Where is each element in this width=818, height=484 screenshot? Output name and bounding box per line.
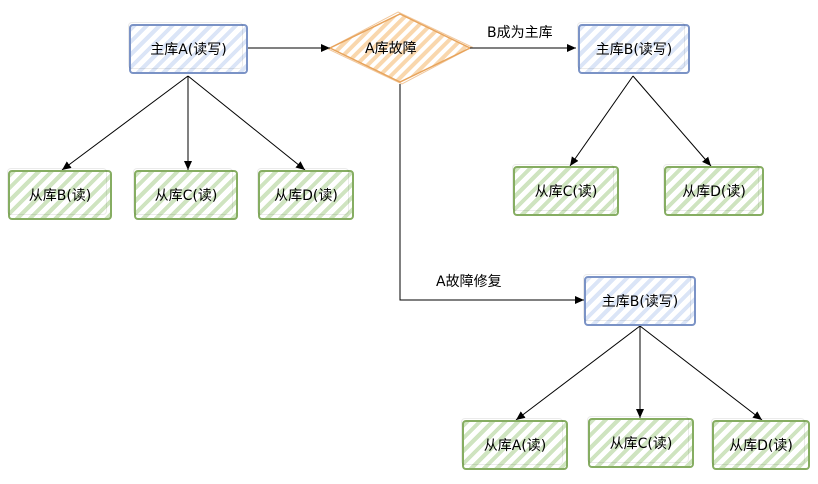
slave-node-c-stage2: 从库C(读)	[512, 164, 619, 216]
edge-master-b-to-slave-c	[569, 75, 634, 167]
master-node-b: 主库B(读写)	[577, 22, 690, 74]
decision-diamond	[328, 13, 472, 83]
decision-label: A库故障	[365, 41, 417, 57]
slave-node-c-stage3: 从库C(读)	[587, 416, 694, 468]
slave-node-d-stage3: 从库D(读)	[711, 418, 810, 470]
decision-diamond-sketch	[326, 11, 474, 85]
slave-node-a-stage3: 从库A(读)	[461, 418, 568, 470]
slave-node-b: 从库B(读)	[7, 168, 112, 220]
edge-label-a-repaired: A故障修复	[436, 271, 502, 291]
edge-master-a-to-slave-b	[61, 75, 189, 171]
edge-master-b2-to-slave-d	[639, 325, 763, 421]
edge-master-b2-to-slave-a	[515, 325, 641, 421]
edge-master-a-to-slave-d	[187, 75, 306, 171]
edge-label-b-becomes-master: B成为主库	[487, 22, 553, 42]
slave-node-d: 从库D(读)	[257, 168, 354, 220]
master-node-a: 主库A(读写)	[128, 22, 248, 74]
edge-master-b-to-slave-d	[632, 75, 712, 167]
slave-node-d-stage2: 从库D(读)	[663, 164, 764, 216]
slave-node-c: 从库C(读)	[133, 168, 238, 220]
master-node-b-stage3: 主库B(读写)	[583, 274, 696, 326]
edge-decision-to-repaired-master	[399, 84, 584, 304]
